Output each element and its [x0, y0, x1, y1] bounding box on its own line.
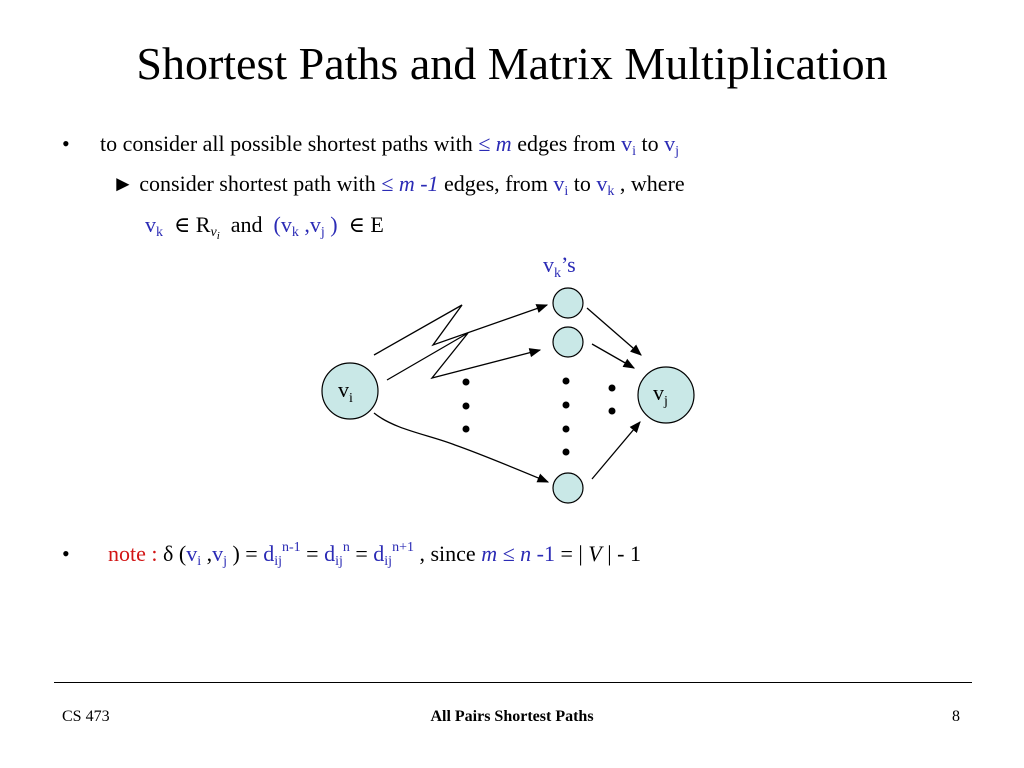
note-line: note : δ (vi ,vj ) = dijn-1 = dijn = dij… — [108, 540, 641, 569]
arrow-marker: ► — [112, 171, 134, 196]
cond-vk: vk — [145, 212, 163, 240]
edge-vk2-vj — [591, 343, 636, 369]
cond-in-e: ∈ E — [348, 212, 384, 237]
note-label: note : — [108, 541, 163, 566]
b1-text-a: to consider all possible shortest paths … — [100, 131, 479, 156]
note-paren-eq: ) = — [226, 541, 264, 566]
note-V: V — [588, 541, 602, 566]
ellipsis-dots-right — [608, 384, 616, 415]
edge-vk3-vj — [591, 421, 641, 480]
path-vi-to-vk1 — [373, 304, 549, 356]
note-vj: vj — [212, 541, 227, 569]
note-m-le-n: m ≤ n — [481, 541, 532, 566]
slide-title: Shortest Paths and Matrix Multiplication — [136, 38, 888, 89]
bullet-1-text: to consider all possible shortest paths … — [100, 130, 679, 159]
note-eq-v: = | — [554, 541, 589, 566]
b1-text-c: to — [635, 131, 665, 156]
footer-course: CS 473 — [62, 708, 110, 725]
condition-line: vk ∈ Rvi and (vk ,vj ) ∈ E — [145, 211, 384, 242]
sb-text-a: consider shortest path with — [133, 171, 382, 196]
note-d3: dijn+1 — [373, 540, 414, 569]
bullet-marker-2: • — [62, 541, 70, 566]
path-vi-to-vk3 — [373, 412, 550, 483]
sb-text-b: edges, from — [438, 171, 554, 196]
node-vi — [321, 362, 379, 420]
b1-vi: vi — [621, 131, 636, 159]
cond-in-r: ∈ R — [174, 212, 211, 237]
node-vi-label: vi — [338, 377, 353, 406]
cond-pair: (vk ,vj ) — [273, 212, 338, 240]
note-eq-1: = — [300, 541, 325, 566]
note-tail: | - 1 — [601, 541, 641, 566]
footer-title: All Pairs Shortest Paths — [430, 708, 594, 725]
node-vk-2 — [552, 326, 584, 358]
note-delta: δ ( — [163, 541, 187, 566]
sb-text-d: , where — [614, 171, 685, 196]
ellipsis-dots-left — [462, 378, 470, 433]
edge-vk1-vj — [586, 307, 642, 356]
note-d2: dijn — [324, 540, 350, 569]
note-minus1: -1 — [531, 541, 555, 566]
node-vk-3 — [552, 472, 584, 504]
note-d1: dijn-1 — [263, 540, 301, 569]
b1-vj: vj — [664, 131, 679, 159]
footer-page-number: 8 — [952, 708, 960, 725]
footer-divider — [54, 682, 972, 683]
node-vk-1 — [552, 287, 584, 319]
cond-r-sub: vi — [210, 225, 220, 242]
note-comma: , — [201, 541, 213, 566]
sb-vk: vk — [596, 171, 615, 199]
path-vi-to-vk2 — [386, 332, 542, 381]
sub-bullet-1: ► consider shortest path with ≤ m -1 edg… — [112, 170, 685, 199]
vks-label: vk’s — [543, 252, 576, 281]
node-vj-label: vj — [653, 380, 668, 409]
b1-le-m: ≤ m — [478, 131, 512, 156]
bullet-marker-1: • — [62, 131, 70, 156]
note-since: , since — [413, 541, 482, 566]
ellipsis-dots-middle — [562, 377, 570, 456]
note-vi: vi — [186, 541, 202, 569]
sb-vi: vi — [553, 171, 569, 199]
note-eq-2: = — [349, 541, 374, 566]
sb-le-m1: ≤ m -1 — [381, 171, 439, 196]
sb-text-c: to — [568, 171, 597, 196]
node-vj — [637, 366, 695, 424]
cond-and: and — [219, 212, 274, 237]
b1-text-b: edges from — [511, 131, 622, 156]
